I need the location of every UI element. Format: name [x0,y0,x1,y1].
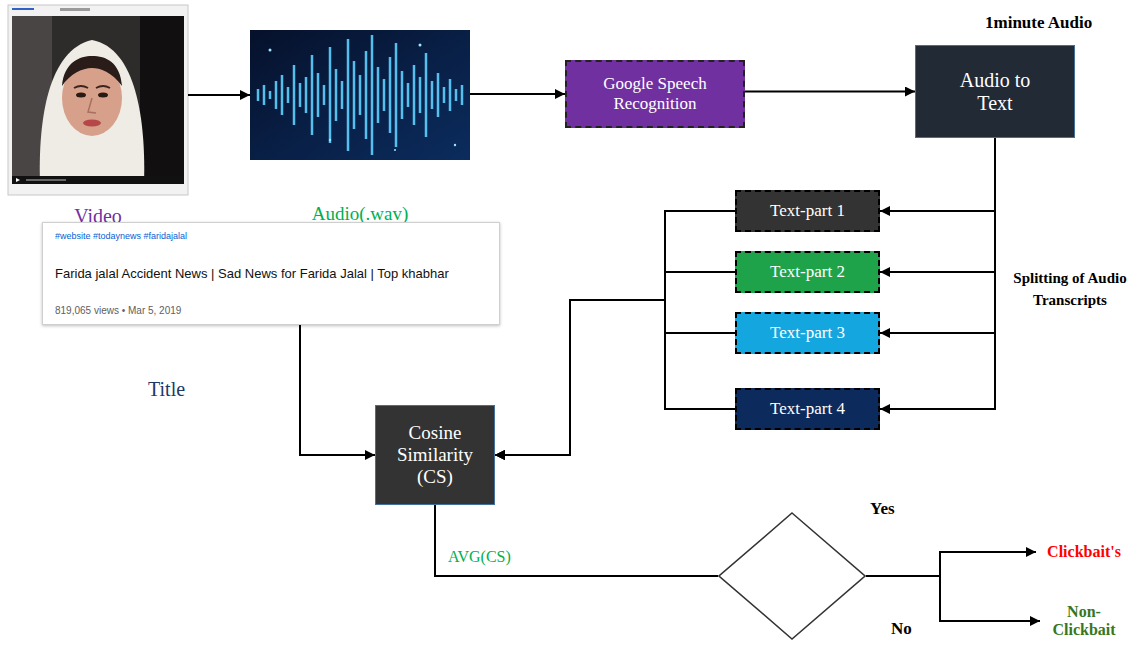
note-label: Splitting of Audio Transcripts [1004,268,1136,312]
flow-arrow [880,138,995,409]
play-icon [16,178,20,182]
player-controls [12,176,184,184]
eye [98,93,108,98]
edge-label: AVG(CS) [446,548,513,566]
edge-label: Yes [868,499,897,519]
text-part-label: Text-part 1 [770,201,845,221]
flow-arrow [470,93,565,95]
flow-arrow [495,211,735,455]
sparkle [454,144,456,146]
process-label: Cosine Similarity (CS) [382,422,488,488]
view-count: 819,065 views • Mar 5, 2019 [55,305,181,316]
flow-arrow [866,576,1040,621]
diamond-shape [719,513,865,639]
lips [83,120,101,127]
scarf [40,40,144,184]
text-part-box: Text-part 1 [735,190,880,232]
video-node: Video [8,5,188,195]
nose [88,98,96,113]
note-label: 1minute Audio [985,13,1140,33]
process-label: Audio to Text [946,69,1044,115]
title-screenshot: #website #todaynews #faridajalalFarida j… [42,222,500,325]
sparkle [269,49,272,52]
text-part-label: Text-part 4 [770,399,845,419]
video-background [12,16,184,184]
eye [76,93,86,98]
outcome-text: Clickbait's [1047,543,1121,561]
sparkle [419,44,422,47]
title-label: Title [148,378,185,401]
outcome-label: Non- Clickbait [1040,600,1128,642]
browser-bar [60,8,90,11]
sparkle [329,139,331,141]
process-box: Cosine Similarity (CS) [375,405,495,505]
progress-bar [26,180,66,181]
process-box: Audio to Text [915,45,1075,138]
text-part-box: Text-part 4 [735,388,880,430]
sparkle [394,149,396,151]
flow-arrow [300,325,375,455]
flow-arrow [745,91,915,93]
flow-arrow [880,138,995,272]
audio-waveform [250,30,470,160]
waveform-bars [258,35,462,155]
process-box: Google Speech Recognition [565,60,745,128]
text-part-label: Text-part 2 [770,262,845,282]
diamond-outline [718,512,866,640]
flow-arrow [866,552,1036,576]
outcome-text: Non- Clickbait [1044,603,1124,639]
video-title: Farida jalal Accident News | Sad News fo… [55,266,449,281]
decision-diamond [718,512,866,640]
hair [62,56,122,86]
video-thumbnail [8,5,188,195]
brows [74,86,110,88]
flow-arrow [495,300,735,455]
flow-arrow [880,138,995,211]
text-part-box: Text-part 2 [735,251,880,293]
flow-arrow [435,505,718,576]
video-background [140,16,184,184]
video-frame [8,5,188,195]
process-label: Google Speech Recognition [585,74,725,114]
flow-arrow [188,94,250,96]
hashtags: #website #todaynews #faridajalal [55,231,187,241]
flow-arrow [880,138,995,333]
flow-arrow [495,300,735,455]
text-part-box: Text-part 3 [735,312,880,354]
text-part-label: Text-part 3 [770,323,845,343]
audio-node: Audio(.wav) [250,30,470,160]
waveform-background [250,30,470,160]
browser-bar [12,8,34,10]
outcome-label: Clickbait's [1036,540,1132,564]
flow-arrow [495,272,735,455]
edge-label: No [889,619,914,639]
